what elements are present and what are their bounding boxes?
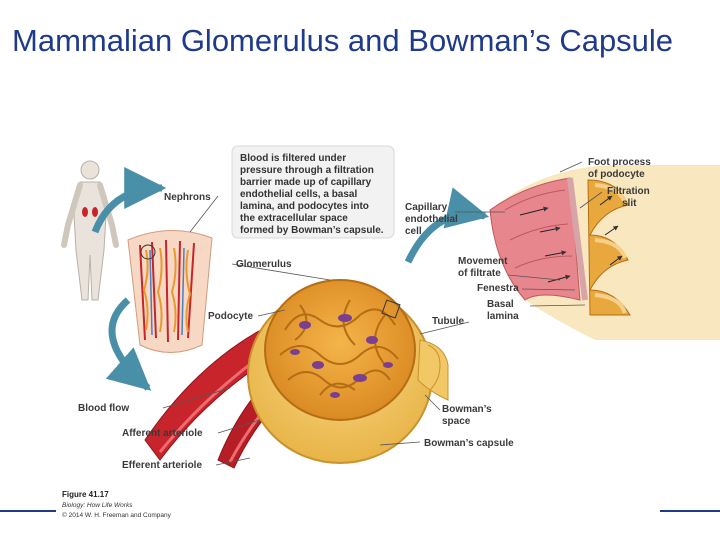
figure-number: Figure 41.17 <box>62 490 109 499</box>
label-basal-line-1: Basal <box>487 299 514 310</box>
label-foot-process-line-2: of podocyte <box>588 169 645 180</box>
slide-title: Mammalian Glomerulus and Bowman’s Capsul… <box>12 23 674 58</box>
label-bowmans-space-line-1: Bowman’s <box>442 404 492 415</box>
filtration-membrane-detail <box>489 165 720 340</box>
label-filtration-slit-line-2: slit <box>622 198 637 209</box>
label-basal-line-2: lamina <box>487 311 519 322</box>
label-capillary-line-2: endothelial <box>405 214 458 225</box>
label-blood-flow: Blood flow <box>78 403 129 414</box>
label-bowmans-space-line-2: space <box>442 416 471 427</box>
label-foot-process-line-1: Foot process <box>588 157 651 168</box>
label-capillary-line-1: Capillary <box>405 202 448 213</box>
label-tubule: Tubule <box>432 316 464 327</box>
callout-line-7: formed by Bowman’s capsule. <box>240 225 384 236</box>
callout-line-3: barrier made up of capillary <box>240 177 372 188</box>
zoom-arrow-glomerulus-to-membrane <box>404 187 490 264</box>
label-capillary-line-3: cell <box>405 226 422 237</box>
label-afferent-arteriole: Afferent arteriole <box>122 428 203 439</box>
human-body-illustration <box>61 160 119 301</box>
zoom-arrow-nephrons-to-glomerulus <box>105 297 152 391</box>
callout-line-6: the extracellular space <box>240 213 348 224</box>
figure-copyright: © 2014 W. H. Freeman and Company <box>62 511 172 519</box>
callout-box: Blood is filtered under pressure through… <box>231 145 395 239</box>
label-movement-line-2: of filtrate <box>458 268 501 279</box>
label-filtration-slit-line-1: Filtration <box>607 186 650 197</box>
footer-rule-left <box>0 510 56 512</box>
label-podocyte: Podocyte <box>208 311 253 322</box>
label-fenestra: Fenestra <box>477 283 519 294</box>
zoom-arrow-body-to-nephrons <box>91 167 167 234</box>
callout-line-2: pressure through a filtration <box>240 165 374 176</box>
callout-line-5: lamina, and podocytes into <box>240 201 369 212</box>
label-efferent-arteriole: Efferent arteriole <box>122 460 202 471</box>
callout-line-1: Blood is filtered under <box>240 153 346 164</box>
figure-source: Biology: How Life Works <box>62 502 133 509</box>
kidney-left-icon <box>82 207 88 217</box>
kidney-cross-section <box>127 230 213 353</box>
label-bowmans-capsule: Bowman’s capsule <box>424 438 514 449</box>
label-glomerulus: Glomerulus <box>236 259 292 270</box>
callout-line-4: endothelial cells, a basal <box>240 189 357 200</box>
kidney-right-icon <box>92 207 98 217</box>
label-movement-line-1: Movement <box>458 256 508 267</box>
label-nephrons: Nephrons <box>164 192 211 203</box>
glomerulus-illustration <box>264 279 416 421</box>
footer-rule-right <box>660 510 720 512</box>
